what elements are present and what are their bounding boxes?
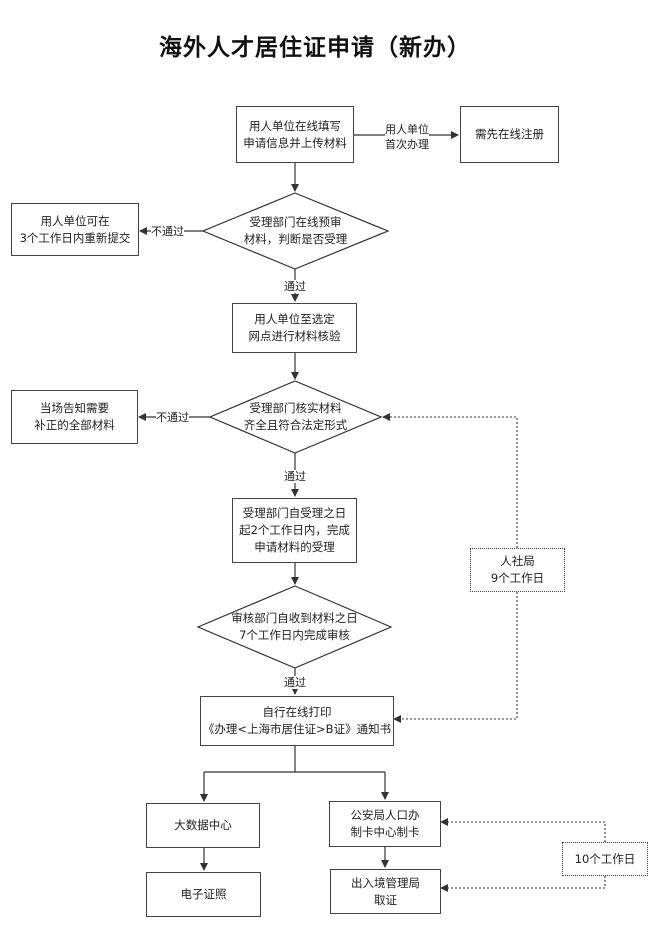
- e-cert-box: 电子证照: [146, 872, 261, 917]
- pickup-box: 出入境管理局 取证: [330, 869, 441, 914]
- ten-days-box: 10个工作日: [562, 842, 648, 876]
- fill-upload-box: 用人单位在线填写 申请信息并上传材料: [236, 106, 354, 163]
- page-title: 海外人才居住证申请（新办）: [159, 34, 471, 61]
- first-time-label: 用人单位 首次办理: [385, 122, 429, 152]
- print-notice-box: 自行在线打印 《办理<上海市居住证>B证》通知书: [200, 696, 394, 746]
- reject-label-2: 不通过: [156, 411, 189, 424]
- review-7days-text: 审核部门自收到材料之日 7个工作日内完成审核: [231, 611, 358, 642]
- resubmit-box: 用人单位可在 3个工作日内重新提交: [11, 203, 139, 256]
- big-data-box: 大数据中心: [146, 803, 260, 848]
- outlet-verify-box: 用人单位至选定 网点进行材料核验: [232, 303, 357, 353]
- check-complete-text: 受理部门核实材料 齐全且符合法定形式: [243, 401, 348, 432]
- reject-label-1: 不通过: [151, 225, 184, 238]
- police-card-box: 公安局人口办 制卡中心制卡: [329, 801, 441, 847]
- prereview-text: 受理部门在线预审 材料，判断是否受理: [243, 215, 348, 246]
- hrsb-box: 人社局 9个工作日: [470, 548, 565, 592]
- pass-label-1: 通过: [284, 280, 306, 293]
- register-box: 需先在线注册: [460, 106, 559, 163]
- pass-label-3: 通过: [284, 676, 306, 689]
- accept-2days-box: 受理部门自受理之日 起2个工作日内，完成 申请材料的受理: [232, 498, 357, 563]
- pass-label-2: 通过: [284, 470, 306, 483]
- notify-supplement-box: 当场告知需要 补正的全部材料: [11, 390, 138, 444]
